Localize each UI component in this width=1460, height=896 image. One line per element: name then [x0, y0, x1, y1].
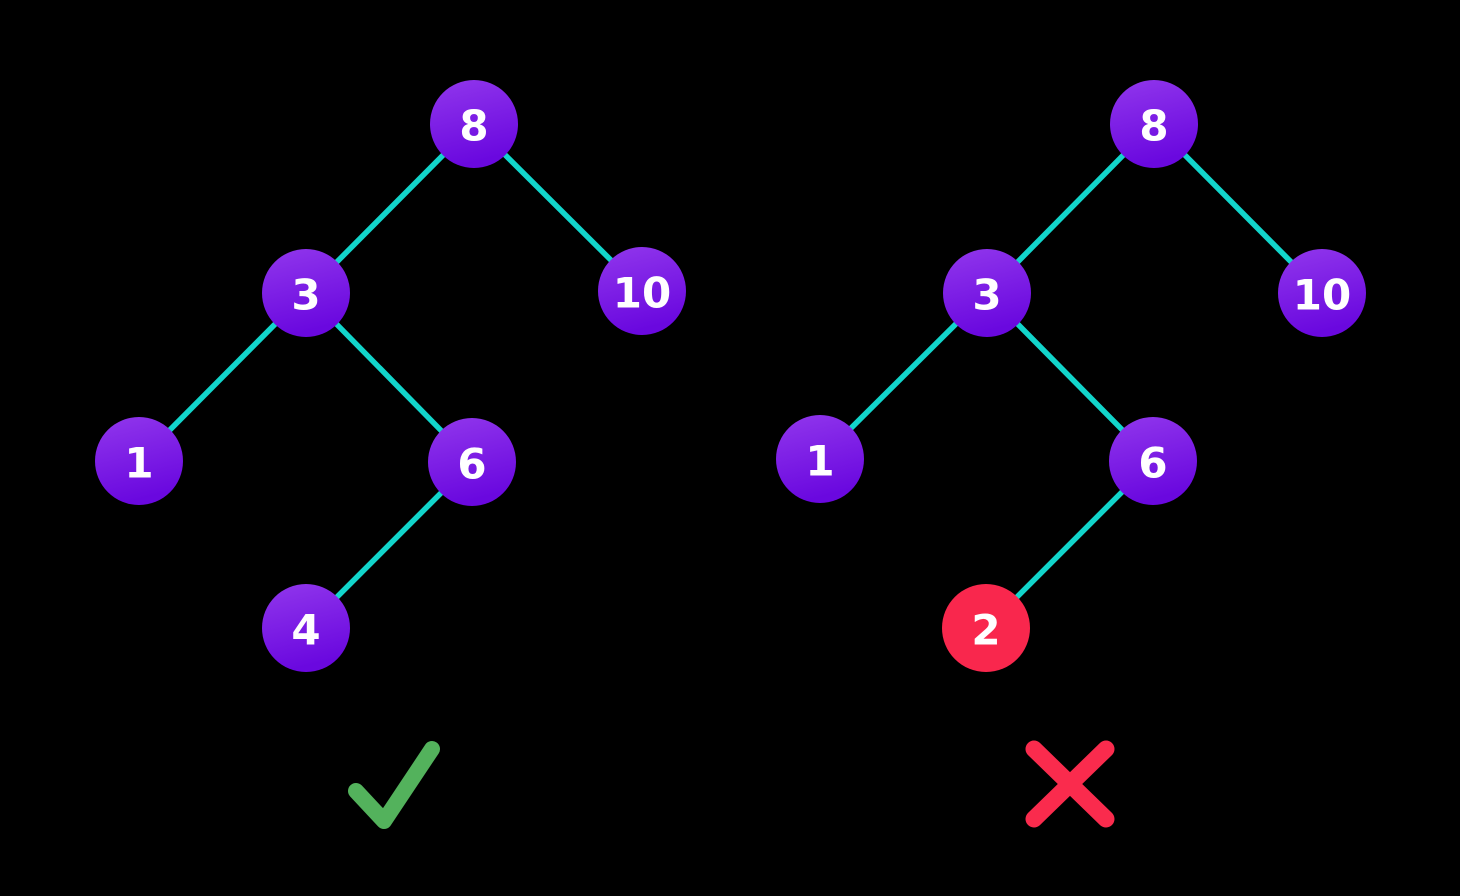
check-icon — [348, 741, 440, 829]
tree-node-valid-1: 1 — [95, 417, 183, 505]
node-circle — [943, 249, 1031, 337]
node-circle — [1278, 249, 1366, 337]
node-value-label: 6 — [1138, 439, 1167, 488]
node-value-label: 10 — [613, 269, 671, 318]
tree-node-valid-6: 6 — [428, 418, 516, 506]
node-circle — [262, 584, 350, 672]
tree-invalid: 8 3 10 1 6 2 — [776, 80, 1366, 828]
tree-node-invalid-10: 10 — [1278, 249, 1366, 337]
node-value-label: 8 — [459, 102, 488, 151]
node-value-label: 3 — [291, 271, 320, 320]
node-circle — [1110, 80, 1198, 168]
tree-node-valid-10: 10 — [598, 247, 686, 335]
node-circle — [1109, 417, 1197, 505]
tree-node-valid-4: 4 — [262, 584, 350, 672]
node-value-label: 6 — [457, 440, 486, 489]
node-value-label: 10 — [1293, 271, 1351, 320]
node-circle — [776, 415, 864, 503]
tree-node-invalid-8: 8 — [1110, 80, 1198, 168]
tree-node-invalid-3: 3 — [943, 249, 1031, 337]
tree-valid: 8 3 10 1 6 4 — [95, 80, 686, 829]
node-value-label: 2 — [971, 606, 1000, 655]
cross-icon — [1025, 740, 1115, 828]
node-circle — [598, 247, 686, 335]
node-value-label: 4 — [291, 606, 320, 655]
node-value-label: 3 — [972, 271, 1001, 320]
tree-node-valid-8: 8 — [430, 80, 518, 168]
node-circle — [428, 418, 516, 506]
invalid-node-circle — [942, 584, 1030, 672]
tree-node-invalid-6: 6 — [1109, 417, 1197, 505]
node-value-label: 1 — [805, 437, 834, 486]
node-circle — [95, 417, 183, 505]
tree-node-invalid-2: 2 — [942, 584, 1030, 672]
node-circle — [430, 80, 518, 168]
cross-stroke — [1025, 740, 1115, 828]
node-value-label: 8 — [1139, 102, 1168, 151]
node-circle — [262, 249, 350, 337]
node-value-label: 1 — [124, 439, 153, 488]
tree-node-valid-3: 3 — [262, 249, 350, 337]
tree-node-invalid-1: 1 — [776, 415, 864, 503]
